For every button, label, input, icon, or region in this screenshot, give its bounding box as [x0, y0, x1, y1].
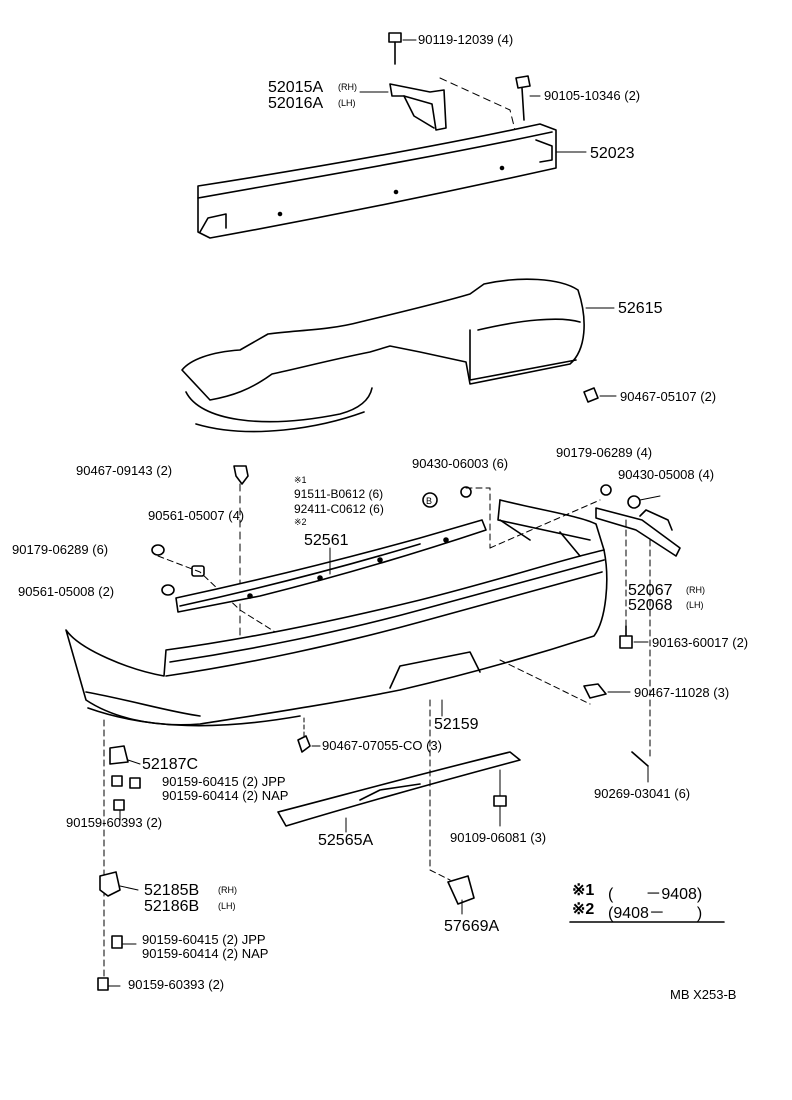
screw-90269 — [631, 751, 649, 783]
label-52068-side: (LH) — [686, 600, 704, 610]
legend-mark-2: ※2 — [572, 901, 595, 918]
label-90159-60393-a: 90159-60393 (2) — [66, 815, 163, 830]
legend-mark-1: ※1 — [572, 882, 595, 899]
label-52015a: 52015A — [268, 79, 324, 96]
retainer-52561 — [175, 519, 487, 613]
screw-90159-60393-a — [113, 799, 125, 811]
label-90179-left: 90179-06289 (6) — [12, 542, 109, 557]
bracket-52185b — [99, 871, 121, 897]
label-90109: 90109-06081 (3) — [450, 830, 547, 845]
label-52615: 52615 — [618, 300, 663, 317]
label-52185b: 52185B — [144, 882, 200, 899]
label-52186b-side: (LH) — [218, 901, 236, 911]
bracket-52187c — [109, 745, 129, 765]
label-52565a: 52565A — [318, 832, 374, 849]
screw-90159-60393-b — [97, 977, 109, 991]
label-52186b: 52186B — [144, 898, 200, 915]
bumper-cover — [65, 499, 608, 727]
label-90159-60415-b: 90159-60415 (2) JPP — [142, 932, 266, 947]
label-90561-05007: 90561-05007 (4) — [148, 508, 245, 523]
bracket-52015a — [359, 83, 447, 131]
label-52023: 52023 — [590, 145, 635, 162]
label-52185b-side: (RH) — [218, 885, 237, 895]
label-52067-side: (RH) — [686, 585, 705, 595]
label-57669a: 57669A — [444, 918, 500, 935]
washer-90430-06003 — [460, 486, 472, 498]
bolt-90119 — [388, 32, 417, 65]
label-90119: 90119-12039 (4) — [418, 32, 514, 47]
label-note-2: ※2 — [294, 517, 307, 527]
clip-90467-11028 — [583, 683, 607, 699]
screw-90159-60414-a — [129, 777, 141, 789]
svg-text:B: B — [426, 496, 432, 506]
reinforcement-52565a — [277, 751, 521, 833]
label-52068: 52068 — [628, 597, 673, 614]
label-90269: 90269-03041 (6) — [594, 786, 691, 801]
label-52016a-side: (LH) — [338, 98, 356, 108]
label-52187c: 52187C — [142, 756, 199, 773]
label-90467-07055: 90467-07055-CO (3) — [322, 738, 442, 753]
label-90163: 90163-60017 (2) — [652, 635, 749, 650]
label-90105: 90105-10346 (2) — [544, 88, 641, 103]
label-52159: 52159 — [434, 716, 479, 733]
label-90159-60415-a: 90159-60415 (2) JPP — [162, 774, 286, 789]
clip-90467-07055 — [297, 717, 321, 753]
bolt-91511: B — [422, 492, 438, 508]
label-52561: 52561 — [304, 532, 349, 549]
label-90159-60393-b: 90159-60393 (2) — [128, 977, 225, 992]
label-90561-05008: 90561-05008 (2) — [18, 584, 115, 599]
legend-range-1: ( －9408) — [608, 886, 703, 903]
label-90430-06003: 90430-06003 (6) — [412, 456, 509, 471]
label-91511: 91511-B0612 (6) — [294, 487, 384, 501]
bolt-90163 — [619, 625, 649, 649]
bolt-90109 — [493, 769, 507, 827]
clip-90467-09143 — [233, 465, 249, 661]
clip-90179-left — [151, 544, 165, 556]
label-52067: 52067 — [628, 582, 673, 599]
label-52016a: 52016A — [268, 95, 324, 112]
screw-90159-60415-b — [111, 935, 123, 949]
reinforcement-52023 — [197, 123, 587, 239]
label-90467-11028: 90467-11028 (3) — [634, 685, 730, 700]
label-90179-right: 90179-06289 (4) — [556, 445, 653, 460]
screw-90159-60415-a — [111, 775, 123, 787]
label-90467-05107: 90467-05107 (2) — [620, 389, 717, 404]
absorber-52615 — [181, 278, 615, 433]
label-52015a-side: (RH) — [338, 82, 357, 92]
label-note-1: ※1 — [294, 475, 307, 485]
legend-range-2: (9408－ ) — [608, 905, 703, 922]
label-90159-60414-b: 90159-60414 (2) NAP — [142, 946, 269, 961]
clip-90467-05107 — [583, 387, 599, 403]
pad-57669a — [447, 875, 475, 915]
label-92411: 92411-C0612 (6) — [294, 502, 384, 516]
drawing-reference: MB X253-B — [670, 987, 737, 1002]
label-90159-60414-a: 90159-60414 (2) NAP — [162, 788, 289, 803]
label-90430-05008: 90430-05008 (4) — [618, 467, 715, 482]
bolt-90105 — [515, 75, 541, 121]
support-52067 — [595, 484, 681, 557]
label-90467-09143: 90467-09143 (2) — [76, 463, 173, 478]
nut-90561-05008 — [161, 584, 175, 596]
